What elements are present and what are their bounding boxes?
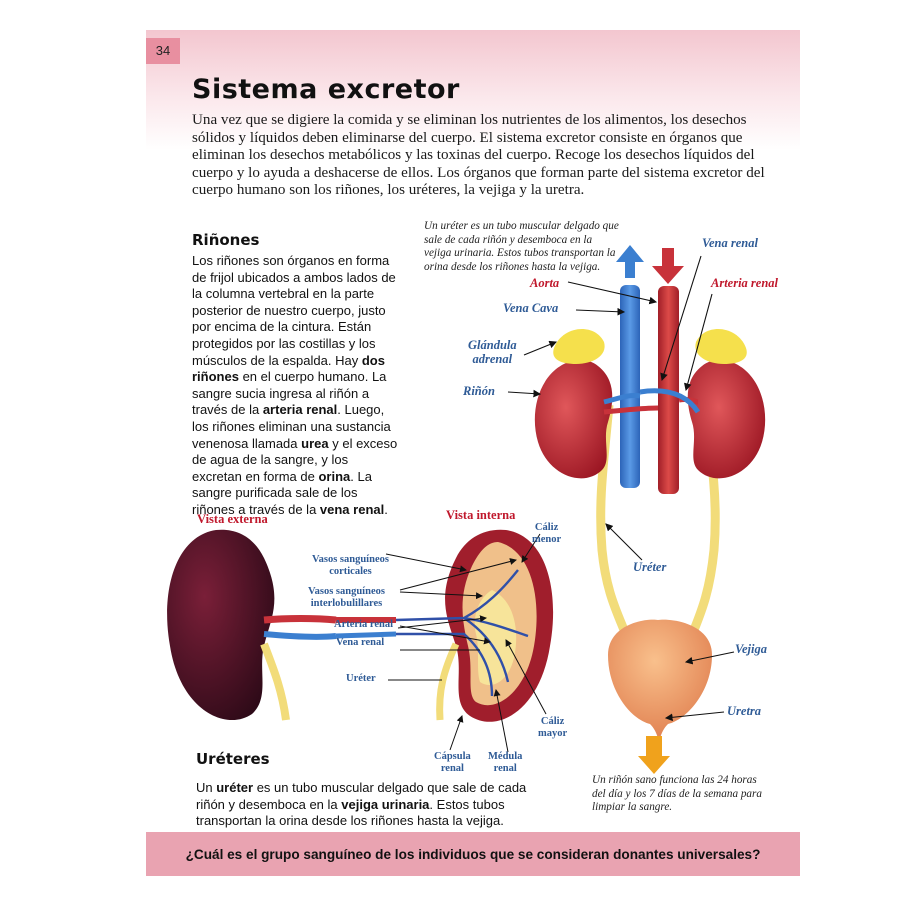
blue-up-arrow [616,245,644,278]
question-text: ¿Cuál es el grupo sanguíneo de los indiv… [185,846,761,862]
label-aorta: Aorta [530,276,560,290]
bladder [608,619,712,738]
label-ureter-internal: Uréter [346,673,376,684]
healthy-kidney-caption: Un riñón sano funciona las 24 horas del … [592,774,762,814]
label-arteria-renal-internal: Arteria renal [334,619,393,630]
ureters-heading: Uréteres [196,750,270,768]
ureters-paragraph: Un uréter es un tubo muscular delgado qu… [196,780,527,829]
label-vena-cava: Vena Cava [503,301,559,315]
right-kidney [687,359,766,479]
ureter-caption: Un uréter es un tubo muscular delgado qu… [424,220,619,273]
page-title: Sistema excretor [192,74,460,105]
label-vista-externa: Vista externa [197,512,268,526]
label-vejiga: Vejiga [735,642,767,656]
red-down-arrow [652,248,684,284]
left-adrenal [553,329,605,364]
kidneys-paragraph: Los riñones son órganos en forma de frij… [192,253,398,517]
label-rinon: Riñón [463,384,495,398]
textbook-page: 34 Sistema excretor Una vez que se digie… [146,30,800,876]
left-kidney [534,359,613,479]
label-ureter: Uréter [633,560,667,574]
label-arteria-renal: Arteria renal [711,276,779,290]
intro-paragraph: Una vez que se digiere la comida y se el… [192,112,765,199]
external-kidney [167,529,275,721]
label-uretra: Uretra [727,704,762,718]
kidneys-heading: Riñones [192,231,260,249]
vena-cava [620,285,640,488]
page-number: 34 [146,38,180,64]
excretory-diagram [167,245,766,774]
right-adrenal [695,329,747,364]
urine-arrow [638,736,670,774]
label-vena-renal: Vena renal [702,236,758,250]
label-vena-renal-internal: Vena renal [336,637,385,648]
label-vista-interna: Vista interna [446,508,516,522]
header-band [146,30,800,150]
question-bar: ¿Cuál es el grupo sanguíneo de los indiv… [146,832,800,876]
